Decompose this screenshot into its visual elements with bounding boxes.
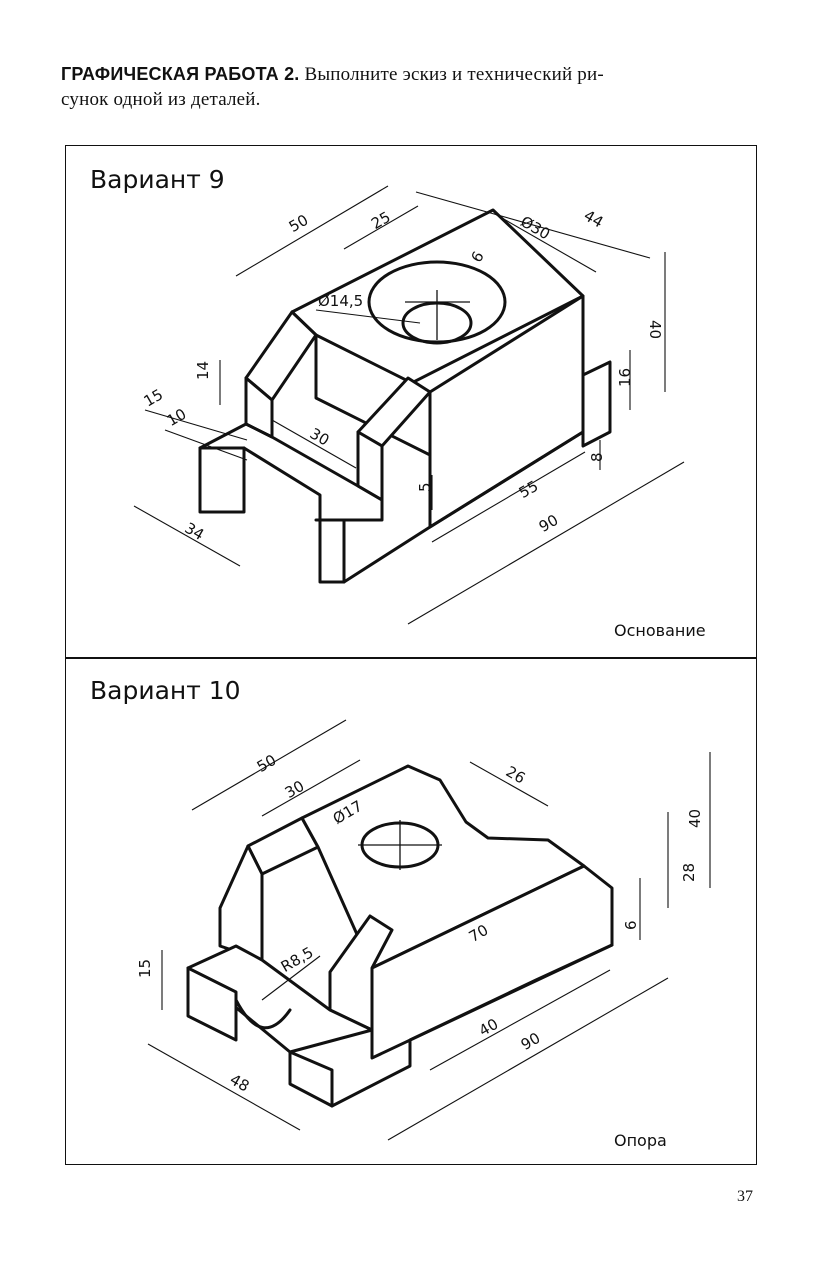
variant-9-frame [65,145,757,659]
v9-base-front-left [198,446,246,514]
variant-10-frame [65,657,757,1165]
v10-right-face [370,864,614,1060]
v9-base-side [242,446,322,522]
v9-dim-5: 5 [416,482,434,492]
variant-10-part-name: Опора [614,1131,667,1150]
v10-base-front [288,1050,334,1108]
v10-dim-40b: 40 [476,1015,502,1040]
v10-left-upright-front [218,844,264,962]
v9-dim-d14-5: Ø14,5 [318,292,363,310]
v9-base-bottom [342,430,585,584]
v10-dim-15: 15 [136,959,154,978]
v9-dim-40: 40 [646,320,664,339]
v10-semicircle-cut [234,998,292,1030]
v10-dim-30: 30 [282,777,308,802]
variant-9-title: Вариант 9 [90,165,225,194]
variant-9-part-name: Основание [614,621,706,640]
page-number: 37 [737,1188,753,1205]
v10-dim-r8-5: R8,5 [278,943,317,976]
v10-dim-40: 40 [686,809,704,828]
v10-base-bottom [330,943,614,1108]
v9-dim-16: 16 [616,368,634,387]
v10-dim-48: 48 [227,1070,253,1095]
v10-dim-6: 6 [622,920,640,930]
v9-right-foot [581,360,612,448]
v10-dim-28: 28 [680,863,698,882]
assignment-heading: ГРАФИЧЕСКАЯ РАБОТА 2. Выполните эскиз и … [61,62,751,112]
v9-dim-8: 8 [588,452,606,462]
v10-dim-90: 90 [518,1029,544,1054]
v10-base-front-left [186,966,238,1042]
v9-dim-14: 14 [194,361,212,380]
assignment-text-line2: сунок одной из деталей. [61,89,261,110]
v10-dim-26: 26 [503,762,529,787]
assignment-title: ГРАФИЧЕСКАЯ РАБОТА 2. [61,64,300,84]
v9-base-outline [198,422,384,522]
assignment-text-line1: Выполните эскиз и технический ри- [304,64,604,85]
variant-10-title: Вариант 10 [90,676,241,705]
